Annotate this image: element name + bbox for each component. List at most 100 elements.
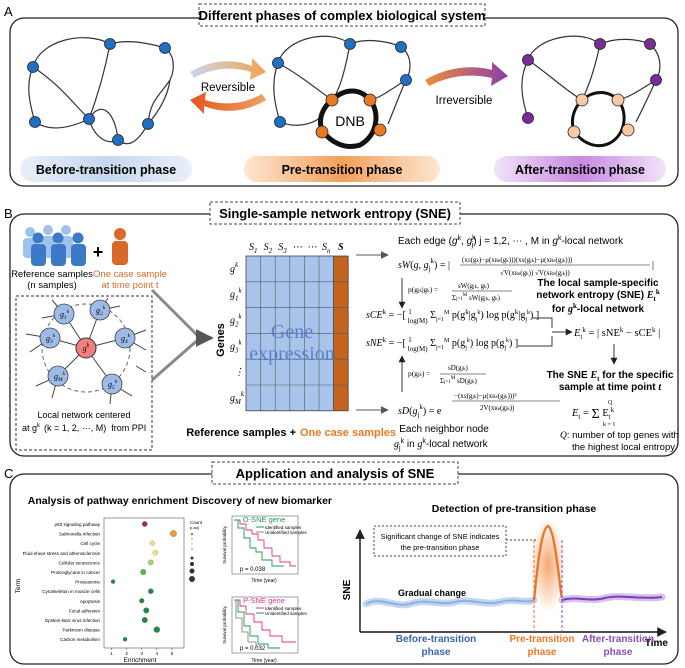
sCE-connector xyxy=(532,317,553,328)
local-net-label-1: Local network centered xyxy=(37,410,130,420)
one-case-label-1: One case sample xyxy=(93,269,167,280)
pathway-label: Parkinson disease xyxy=(62,628,100,633)
survival-axis-1: Survival probability xyxy=(222,525,227,564)
center-node-sup: k xyxy=(87,343,90,349)
survival-2-curve-b xyxy=(234,599,280,649)
time-axis-label: Time xyxy=(645,638,669,649)
neighbor-node-label-M: gMk xyxy=(54,371,66,383)
neighbor-node-label-1: g1k xyxy=(60,309,70,321)
pathway-dot xyxy=(141,617,148,623)
matrix-row-label: ⋮ xyxy=(234,367,244,378)
p-node-num: sD(gjk) xyxy=(448,364,469,372)
neighbor-node-label-2: g2k xyxy=(96,305,106,317)
local-net-from: from PPI xyxy=(111,423,146,433)
survival-2-curve-a xyxy=(234,599,296,643)
before-phase-pill xyxy=(20,156,192,182)
pathway-label: Cytoskeleton in muscle cells xyxy=(42,589,100,594)
sne-detection-chart: SNE Time Significant change of SNE indic… xyxy=(342,517,668,658)
survival-1-curve-b xyxy=(234,519,284,567)
neighbor-node-M xyxy=(47,365,69,387)
after-phase-label: After-transition phase xyxy=(515,163,645,177)
matrix-col-label: ⋯ xyxy=(307,242,317,253)
before-label-2: phase xyxy=(422,647,451,658)
q-note-2: the highest local entropy xyxy=(572,442,675,453)
before-label-1: Before-transition xyxy=(396,634,477,645)
matrix-row-label: gk xyxy=(230,261,239,275)
matrix-row-label: g1k xyxy=(230,287,243,303)
matrix-col-label: S1 xyxy=(249,242,257,255)
reference-people-icon xyxy=(23,225,86,266)
local-net-label-2: at gk(k = 1, 2, ⋯, M)from PPI xyxy=(22,423,146,433)
pre-network xyxy=(273,35,411,126)
sW-close-abs: | xyxy=(652,260,654,271)
Etk-formula: Etk = | sNEk − sCEk | xyxy=(573,326,660,341)
legend-padj: p.adj xyxy=(190,525,199,530)
Et-sum-lower: k = 1 xyxy=(603,422,615,428)
survival-plot-1: O-SNE gene Identified samples Unidentifi… xyxy=(222,515,308,584)
sW-denominator: √V(xRe(gk)) √V(xRe(gjk)) xyxy=(500,269,570,277)
survival-1-curve-a xyxy=(234,519,296,567)
p-node-formula: p(gjk) = xyxy=(408,369,431,378)
legend-dot-1 xyxy=(191,533,193,535)
pre-transition-peak xyxy=(532,524,564,601)
sD-exp-num: −(xS(gjk)−μ(xRe(gjk)))² xyxy=(454,392,517,400)
detection-title: Detection of pre-transition phase xyxy=(432,503,597,515)
dnb-module xyxy=(317,88,379,149)
legend-size-2 xyxy=(190,562,194,566)
panel-b-title-box xyxy=(209,201,461,225)
local-sne-title-2: network entropy (SNE) Etk xyxy=(536,288,660,303)
after-nodes xyxy=(522,38,662,139)
irreversible-arrow xyxy=(425,62,508,86)
before-line xyxy=(365,599,535,606)
legend-size-4 xyxy=(189,576,195,582)
pathway-label: p53 signaling pathway xyxy=(55,522,101,527)
sne-axis-label: SNE xyxy=(342,579,353,600)
pathway-dot xyxy=(143,607,150,614)
Et-formula: Et = Σ Etk xyxy=(571,406,615,422)
before-phase-label: Before-transition phase xyxy=(36,163,176,177)
matrix-row-label: g2k xyxy=(230,313,243,329)
enrichment-axis-label: Enrichment xyxy=(124,657,157,664)
pathway-dot xyxy=(153,626,160,633)
legend-dot-2 xyxy=(191,538,193,540)
matrix-col-label: ⋯ xyxy=(292,242,302,253)
local-net-line2-text: at g xyxy=(22,423,37,433)
pathway-title: Analysis of pathway enrichment xyxy=(28,495,189,507)
center-node xyxy=(75,337,97,359)
pre-nodes xyxy=(272,38,412,139)
panel-a-letter: A xyxy=(4,4,13,19)
pathway-dot xyxy=(140,569,147,575)
survival-plot-2: P-SNE gene Identified samples Unidentifi… xyxy=(222,596,308,664)
enrich-tick-label: 5 xyxy=(171,651,174,656)
significant-note-2: the pre-transition phase xyxy=(401,543,480,552)
survival-2-curve-c xyxy=(234,599,257,648)
survival-1-frame xyxy=(231,515,299,575)
term-axis-label: Term xyxy=(15,579,22,593)
local-net-range: (k = 1, 2, ⋯, M) xyxy=(44,423,106,433)
bottom-reference-label: Reference samples + xyxy=(186,427,296,439)
pathway-label: Proteasome xyxy=(75,580,100,585)
center-node-label: gk xyxy=(83,343,90,353)
enrich-tick-label: 3 xyxy=(140,651,143,656)
neighbor-node-label-3: g3k xyxy=(46,333,56,345)
o-sne-gene-label: O-SNE gene xyxy=(243,515,286,524)
pathway-dot xyxy=(148,588,154,594)
neighbor-node-5 xyxy=(101,373,123,395)
neighbor-node-label-4: g4k xyxy=(121,333,131,345)
center-node-base: g xyxy=(83,344,87,353)
pathway-dot xyxy=(142,521,148,527)
merge-arrow xyxy=(150,288,203,382)
after-label-1: After-transition xyxy=(582,634,654,645)
gene-expression-label-1: Gene xyxy=(271,321,313,343)
matrix-col-label: S2 xyxy=(264,242,273,255)
matrix-row-label: gMk xyxy=(230,390,245,406)
enrich-tick-label: 4 xyxy=(156,651,159,656)
panel-a-title: Different phases of complex biological s… xyxy=(199,8,486,23)
pathway-dot xyxy=(170,530,177,537)
sD-formula: sD(gjk) = e xyxy=(398,403,442,419)
